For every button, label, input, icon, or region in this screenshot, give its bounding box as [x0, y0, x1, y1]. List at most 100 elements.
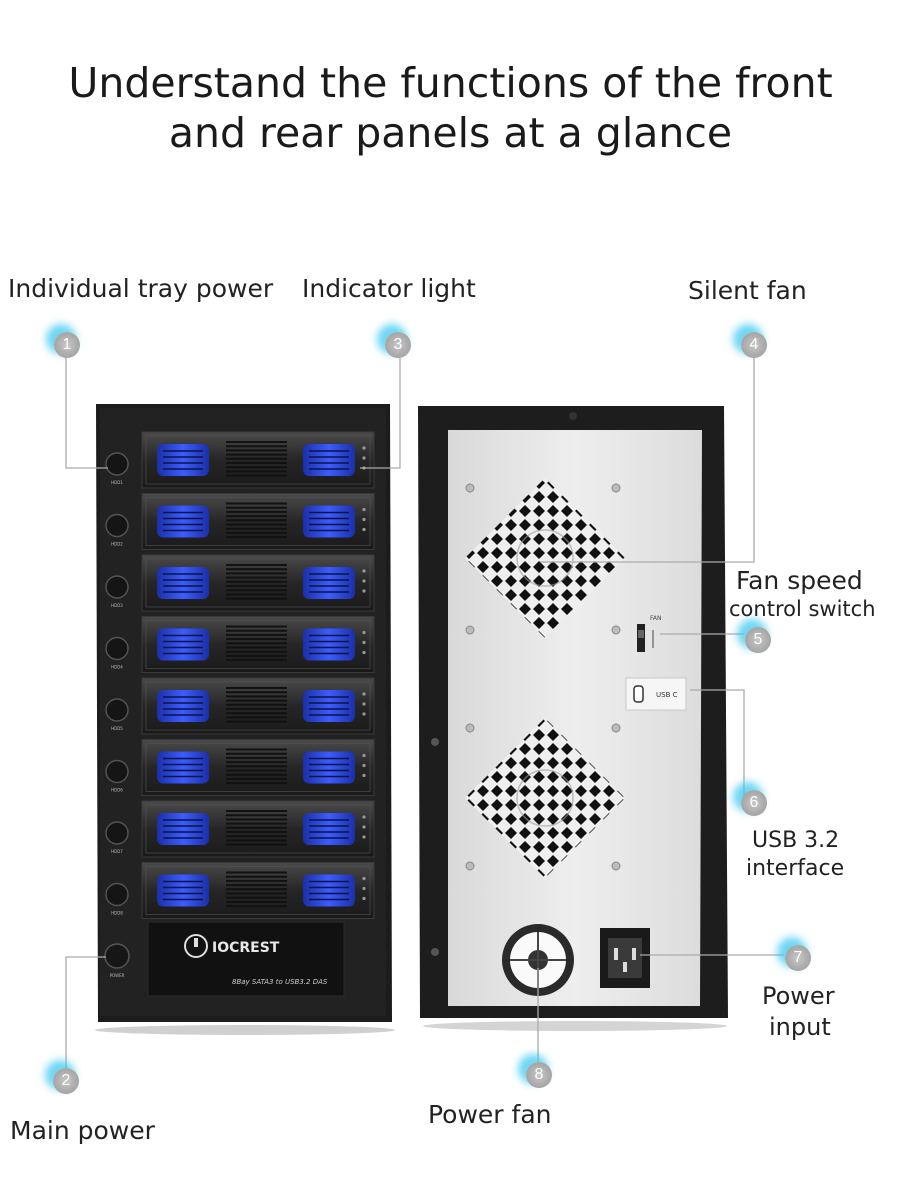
usb-c-port: USB C: [625, 677, 687, 711]
drive-tray: [141, 862, 375, 919]
model-text: 8Bay SATA3 to USB3.2 DAS: [232, 978, 328, 986]
callout-1-number: 1: [62, 336, 72, 353]
tray-power-button: [105, 636, 129, 661]
brand-text: IOCREST: [212, 940, 280, 956]
tray-handle-left: [157, 444, 209, 476]
label-fan-speed: Fan speed: [736, 566, 863, 595]
label-indicator-light: Indicator light: [302, 274, 476, 303]
tray-handle-left: [157, 751, 209, 784]
indicator-led: [362, 507, 366, 512]
fan-switch-label: FAN: [650, 615, 662, 622]
indicator-led: [362, 517, 366, 522]
indicator-led: [362, 712, 366, 716]
tray-handle-right: [303, 628, 355, 661]
tray-handle-left: [157, 690, 209, 722]
tray-handle-right: [303, 444, 355, 476]
callout-7-number: 7: [793, 949, 803, 966]
indicator-led: [362, 896, 366, 901]
label-power-fan: Power fan: [428, 1100, 552, 1129]
main-power-button: [104, 943, 130, 969]
drive-tray: [141, 800, 375, 858]
silent-fan-top: [465, 478, 625, 638]
callout-4-marker: 4: [741, 332, 767, 358]
tray-power-button: [105, 821, 129, 845]
bay-label: HDD4: [111, 665, 123, 670]
indicator-led: [362, 569, 366, 573]
label-input: input: [769, 1013, 831, 1041]
bay-label: HDD7: [111, 849, 123, 854]
tray-handle-left: [157, 505, 209, 538]
callout-8-marker: 8: [526, 1062, 552, 1088]
tray-power-button: [105, 759, 129, 784]
indicator-led: [362, 876, 366, 881]
drive-tray: [141, 554, 375, 612]
callout-2-marker: 2: [53, 1068, 79, 1094]
tray-power-button: [105, 575, 129, 599]
bay-label: HDD3: [111, 603, 123, 608]
callout-5-number: 5: [753, 631, 763, 648]
indicator-led: [362, 702, 366, 706]
label-silent-fan: Silent fan: [688, 276, 807, 305]
indicator-led: [362, 630, 366, 635]
callout-7-marker: 7: [785, 945, 811, 971]
indicator-led: [362, 753, 366, 758]
tray-handle-left: [157, 628, 209, 661]
drive-tray: [141, 616, 375, 673]
page-title: Understand the functions of the front an…: [0, 58, 901, 158]
indicator-led: [362, 589, 366, 593]
label-power: Power: [762, 982, 835, 1010]
callout-3-marker: 3: [385, 332, 411, 358]
tray-handle-right: [303, 505, 355, 538]
tray-power-button: [105, 452, 129, 476]
tray-power-button: [105, 698, 129, 722]
power-label: POWER: [110, 973, 125, 978]
bay-label: HDD5: [111, 726, 123, 731]
tray-power-button: [105, 882, 129, 907]
tray-handle-left: [157, 813, 209, 845]
fan-speed-switch: FAN: [637, 615, 662, 652]
tray-handle-right: [303, 567, 355, 599]
callout-4-number: 4: [749, 336, 759, 353]
indicator-led: [362, 886, 366, 891]
indicator-led: [362, 579, 366, 583]
label-usb-32: USB 3.2: [752, 828, 840, 853]
indicator-led: [362, 835, 366, 839]
drive-tray: [141, 431, 375, 489]
tray-handle-right: [303, 813, 355, 845]
tray-handle-left: [157, 567, 209, 599]
title-line-1: Understand the functions of the front: [68, 59, 833, 107]
drive-tray: [141, 677, 375, 735]
indicator-led: [362, 773, 366, 778]
indicator-led: [362, 692, 366, 696]
callout-1-marker: 1: [54, 332, 80, 358]
label-control-switch: control switch: [729, 597, 876, 621]
indicator-led: [362, 446, 366, 450]
power-supply-fan: [502, 924, 574, 996]
usb-label: USB C: [656, 691, 678, 699]
label-main-power: Main power: [10, 1116, 155, 1145]
callout-8-number: 8: [534, 1066, 544, 1083]
indicator-led: [362, 456, 366, 460]
drive-tray: [141, 739, 375, 796]
tray-handle-right: [303, 690, 355, 722]
bay-label: HDD6: [111, 788, 123, 793]
power-input-socket: [600, 928, 650, 988]
indicator-led: [362, 650, 366, 655]
label-interface: interface: [746, 856, 845, 881]
tray-handle-right: [303, 874, 355, 907]
tray-handle-left: [157, 874, 209, 907]
indicator-led: [362, 763, 366, 768]
title-line-2: and rear panels at a glance: [168, 109, 733, 157]
callout-lines: [65, 350, 784, 1070]
bay-label: HDD2: [111, 542, 123, 547]
indicator-led: [362, 815, 366, 819]
indicator-led: [362, 640, 366, 645]
indicator-led: [362, 527, 366, 532]
label-individual-tray-power: Individual tray power: [8, 274, 274, 303]
silent-fan-bottom: [465, 718, 625, 878]
drive-tray: [141, 493, 375, 550]
callout-3-number: 3: [393, 336, 403, 353]
callout-5-marker: 5: [745, 627, 771, 653]
